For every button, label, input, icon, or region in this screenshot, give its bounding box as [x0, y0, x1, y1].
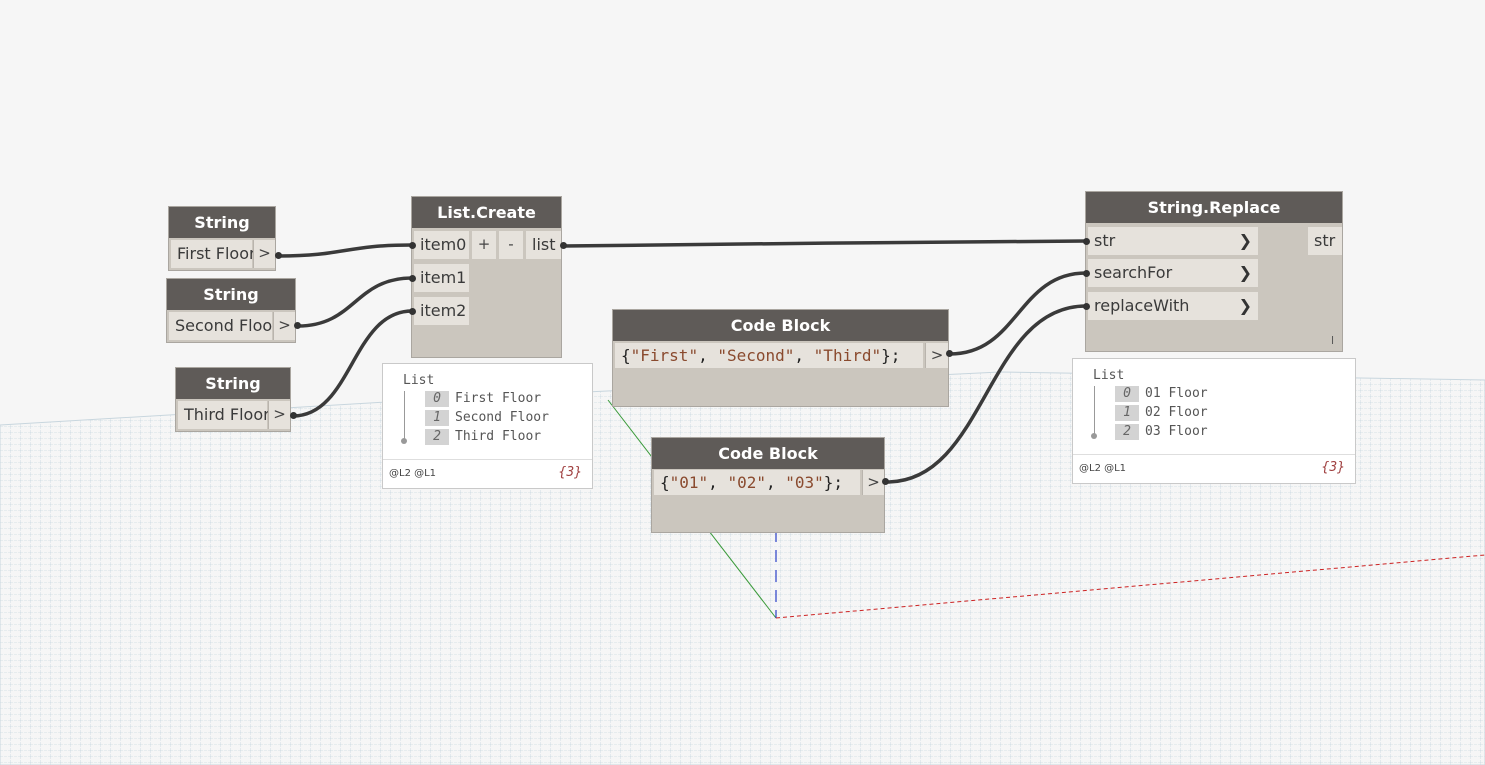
input-connector-dot[interactable]	[409, 308, 416, 315]
node-title: String.Replace	[1086, 192, 1342, 223]
node-title: List.Create	[412, 197, 561, 228]
node-title: Code Block	[613, 310, 948, 341]
string-value-field[interactable]: First Floor	[171, 240, 256, 268]
output-connector-dot[interactable]	[275, 252, 282, 259]
input-port-searchfor[interactable]: searchFor❯	[1088, 259, 1258, 287]
input-connector-dot[interactable]	[1083, 270, 1090, 277]
preview-footer: @L2 @L1 {3}	[1073, 454, 1355, 483]
output-connector-dot[interactable]	[946, 350, 953, 357]
output-port[interactable]: >	[253, 240, 275, 268]
output-connector-dot[interactable]	[294, 322, 301, 329]
string-replace-node[interactable]: String.Replace str❯ searchFor❯ replaceWi…	[1086, 192, 1342, 351]
list-count: {3}	[558, 465, 582, 480]
add-input-button[interactable]: +	[472, 231, 496, 259]
output-connector-dot[interactable]	[882, 478, 889, 485]
node-title: String	[169, 207, 275, 238]
output-port-list[interactable]: list	[526, 231, 561, 259]
chevron-right-icon: ❯	[1238, 263, 1252, 282]
preview-tree-line	[1094, 386, 1095, 436]
output-port[interactable]: >	[862, 470, 884, 495]
preview-footer: @L2 @L1 {3}	[383, 459, 592, 488]
node-title: String	[176, 368, 290, 399]
output-port-str[interactable]: str	[1308, 227, 1342, 255]
chevron-right-icon: ❯	[1238, 296, 1252, 315]
output-port[interactable]: >	[268, 401, 290, 429]
code-block-node-search[interactable]: Code Block {"First", "Second", "Third"};…	[613, 310, 948, 406]
input-port-replacewith[interactable]: replaceWith❯	[1088, 292, 1258, 320]
preview-list-title: List	[403, 373, 435, 388]
string-node-second-floor[interactable]: String Second Floor >	[167, 279, 295, 342]
lacing-indicator: l	[1330, 334, 1334, 347]
list-count: {3}	[1321, 460, 1345, 475]
output-connector-dot[interactable]	[290, 412, 297, 419]
list-levels: @L2 @L1	[389, 468, 437, 479]
input-connector-dot[interactable]	[409, 275, 416, 282]
input-port-str[interactable]: str❯	[1088, 227, 1258, 255]
preview-tree-end	[1091, 433, 1097, 439]
list-create-node[interactable]: List.Create item0 item1 item2 + - list	[412, 197, 561, 357]
preview-tree-end	[401, 438, 407, 444]
string-value-field[interactable]: Second Floor	[169, 312, 279, 340]
input-connector-dot[interactable]	[409, 242, 416, 249]
input-connector-dot[interactable]	[1083, 238, 1090, 245]
output-port[interactable]: >	[273, 312, 295, 340]
code-editor[interactable]: {"First", "Second", "Third"};	[615, 343, 923, 368]
input-port-item2[interactable]: item2	[414, 297, 469, 325]
preview-tree-line	[404, 391, 405, 441]
node-title: String	[167, 279, 295, 310]
preview-list-title: List	[1093, 368, 1125, 383]
input-port-item1[interactable]: item1	[414, 264, 469, 292]
remove-input-button[interactable]: -	[499, 231, 523, 259]
node-title: Code Block	[652, 438, 884, 469]
output-port[interactable]: >	[925, 343, 948, 368]
chevron-right-icon: ❯	[1238, 231, 1252, 250]
string-node-third-floor[interactable]: String Third Floor >	[176, 368, 290, 431]
input-port-item0[interactable]: item0	[414, 231, 469, 259]
string-value-field[interactable]: Third Floor	[178, 401, 270, 429]
string-node-first-floor[interactable]: String First Floor >	[169, 207, 275, 270]
list-levels: @L2 @L1	[1079, 463, 1127, 474]
input-connector-dot[interactable]	[1083, 303, 1090, 310]
code-block-node-replace[interactable]: Code Block {"01", "02", "03"}; >	[652, 438, 884, 532]
code-editor[interactable]: {"01", "02", "03"};	[654, 470, 860, 495]
output-connector-dot[interactable]	[560, 242, 567, 249]
